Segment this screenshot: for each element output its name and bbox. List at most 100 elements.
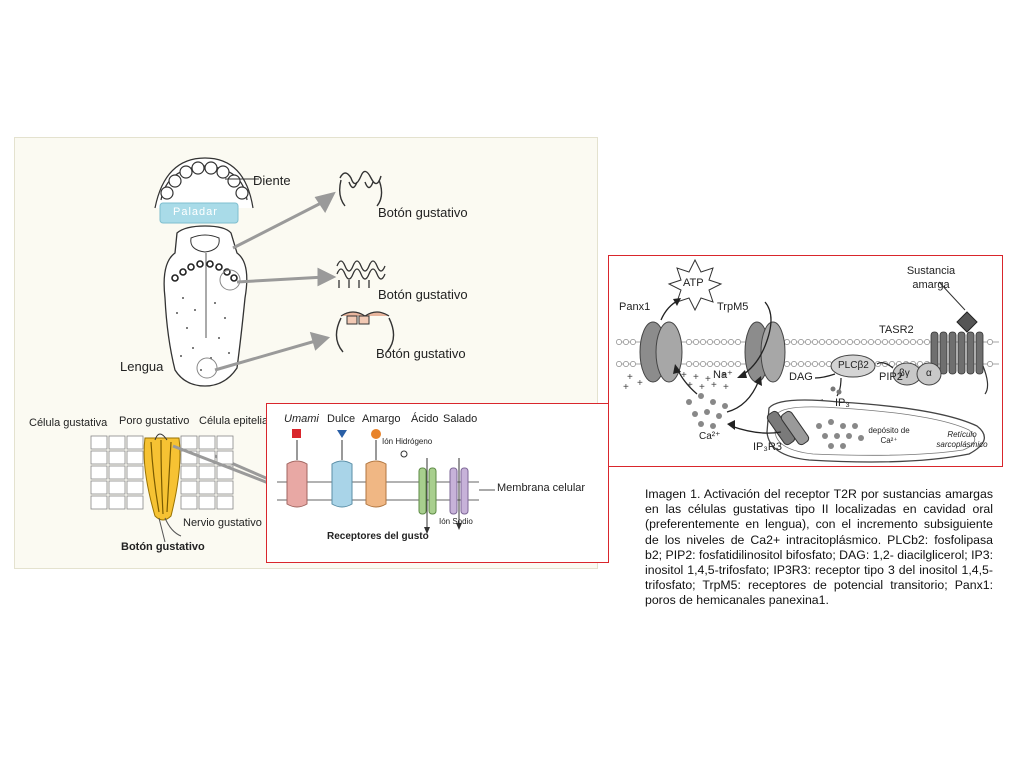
plcb2-enzyme [830,354,876,378]
lipid-head [707,339,713,345]
taste-bud-icon-1 [338,170,383,207]
lipid-head [987,339,993,345]
lipid-head [791,361,797,367]
taste-bud-label-2: Botón gustativo [378,287,468,302]
palate-label: Paladar [173,206,218,218]
lipid-head [728,361,734,367]
salty-channel-left [449,467,458,515]
sour-channel-left [418,467,427,515]
trpm5-label: TrpM5 [717,301,749,313]
lipid-head [721,339,727,345]
umami-label: Umami [284,413,319,425]
lipid-head [854,339,860,345]
plus-charges: +++ +++ +++ ++ [623,370,729,393]
bitter-signaling-panel: +++ +++ +++ ++ Sustancia amarga ATP Panx… [608,255,1003,467]
sour-label: Ácido [411,413,439,425]
umami-receptor [286,460,308,508]
hydrogen-ion [400,450,408,458]
lipid-head [784,339,790,345]
signaling-pathway-drawing: +++ +++ +++ ++ [616,258,999,463]
svg-text:+: + [723,382,729,393]
galpha-label: α [926,368,932,379]
svg-text:+: + [711,380,717,391]
svg-text:+: + [687,380,693,391]
lipid-head [700,361,706,367]
receptors-title: Receptores del gusto [327,531,429,542]
atp-burst [667,258,723,312]
lipid-head [861,339,867,345]
taste-bud-section [90,433,272,543]
taste-receptors-box: Umami Dulce Amargo Ácido Salado Ión Hidr… [266,403,609,563]
svg-text:+: + [623,382,629,393]
lipid-head [693,361,699,367]
plcb2-label: PLCβ2 [838,360,869,371]
svg-text:+: + [627,372,633,383]
lipid-head [819,361,825,367]
lipid-head [735,361,741,367]
lipid-head [812,361,818,367]
lipid-head [903,339,909,345]
lipid-head [798,339,804,345]
tasr2-receptor [930,331,984,375]
lipid-head [686,361,692,367]
cytoplasmic-ca-dots [686,393,728,429]
palate-band [159,202,239,224]
bitter-ligand [371,429,381,439]
taste-bud-label-1: Botón gustativo [378,205,468,220]
salty-label: Salado [443,413,478,425]
lipid-head [735,339,741,345]
ca-store-dots [816,419,864,449]
lipid-head [630,339,636,345]
sarcoplasmic-reticulum [766,399,985,463]
ip3-label: IP₃ [835,397,850,409]
salty-channel-right [460,467,469,515]
tooth-label: Diente [253,173,291,188]
taste-bud-label-3: Botón gustativo [376,346,466,361]
lipid-head [896,339,902,345]
lipid-head [714,339,720,345]
svg-text:+: + [705,374,711,385]
gustatory-nerve-label: Nervio gustativo [183,517,262,529]
teeth-arch [154,157,254,209]
pip2-label: PIP2 [879,371,903,383]
lipid-head [840,339,846,345]
lipid-head [728,339,734,345]
ca-store-label: depósito de Ca²⁺ [868,426,910,445]
tongue-drawing [163,225,248,387]
lipid-head [889,339,895,345]
lipid-head [987,361,993,367]
ip3r3-label: IP₃R3 [753,441,782,453]
svg-text:+: + [721,370,727,381]
lipid-head [693,339,699,345]
lipid-head [805,339,811,345]
svg-text:+: + [699,382,705,393]
svg-text:+: + [637,378,643,389]
bitter-ligand-diamond [956,311,978,333]
atp-label: ATP [683,277,704,289]
ca-label: Ca²⁺ [699,431,721,442]
lipid-head [882,339,888,345]
lipid-head [707,361,713,367]
sweet-label: Dulce [327,413,356,425]
figure-caption: Imagen 1. Activación del receptor T2R po… [645,487,993,608]
lipid-head [616,339,622,345]
panx1-label: Panx1 [619,301,651,313]
sour-channel-right [428,467,437,515]
lipid-head [826,339,832,345]
taste-bud-icon-2 [336,260,386,288]
membrane-label: Membrana celular [497,482,586,494]
bitter-label: Amargo [362,413,401,425]
taste-cell-label: Célula gustativa [29,417,108,429]
lipid-head [798,361,804,367]
lipid-head [623,339,629,345]
sweet-receptor [331,460,353,508]
reticulum-label: Retículo sarcoplásmico [936,430,988,449]
taste-bud-title: Botón gustativo [121,541,205,553]
lipid-head [917,339,923,345]
svg-text:+: + [693,372,699,383]
taste-pore-label: Poro gustativo [119,415,190,427]
lipid-head [791,339,797,345]
lipid-head [819,339,825,345]
lipid-head [805,361,811,367]
lipid-head [630,361,636,367]
